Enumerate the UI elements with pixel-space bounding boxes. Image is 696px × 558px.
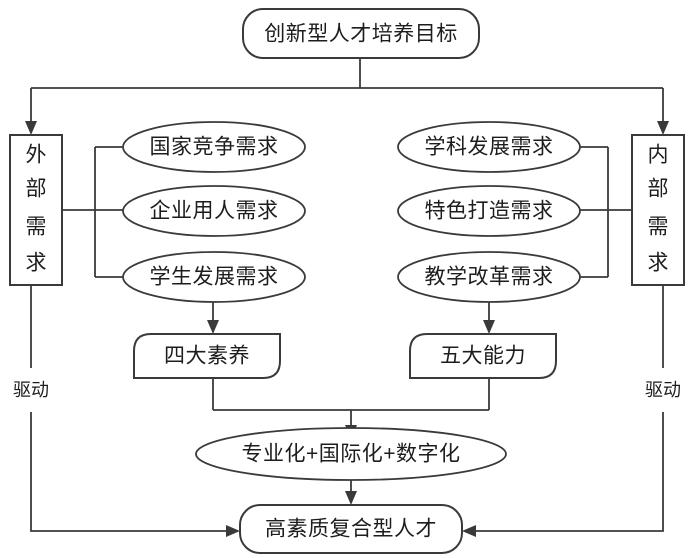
node-outcome-label: 高素质复合型人才 [265, 518, 437, 541]
node-five-abilities[interactable]: 五大能力 [409, 333, 557, 379]
node-internal-item-1[interactable]: 学科发展需求 [397, 121, 581, 173]
node-four-qualities-label: 四大素养 [164, 345, 250, 368]
node-four-qualities-shape [133, 333, 281, 379]
node-goal[interactable]: 创新型人才培养目标 [242, 8, 480, 59]
node-internal-demand-shape [631, 134, 685, 286]
node-external-demand-char-2: 需 [26, 216, 47, 239]
node-external-item-3-shape [122, 251, 306, 303]
node-goal-label: 创新型人才培养目标 [264, 23, 458, 46]
node-external-demand-shape [9, 134, 63, 286]
node-five-abilities-shape [409, 333, 557, 379]
edge-label-right-drive-bg [634, 370, 692, 410]
node-triple-ization[interactable]: 专业化+国际化+数字化 [195, 427, 507, 481]
edge-label-right-drive-text: 驱动 [645, 380, 681, 400]
node-external-demand-char-1: 部 [26, 178, 47, 201]
edge-label-left-drive-bg [2, 370, 60, 410]
node-external-demand-char-0: 外 [26, 144, 47, 167]
node-internal-item-3-shape [397, 251, 581, 303]
node-outcome[interactable]: 高素质复合型人才 [239, 504, 463, 554]
node-external-item-3-label: 学生发展需求 [150, 266, 279, 289]
node-internal-item-2[interactable]: 特色打造需求 [397, 185, 581, 237]
edge-label-right-drive: 驱动 [634, 370, 692, 410]
arrowhead-to-outcome-top [345, 491, 357, 505]
node-internal-item-2-shape [397, 185, 581, 237]
node-four-qualities[interactable]: 四大素养 [133, 333, 281, 379]
edge-label-left-drive: 驱动 [2, 370, 60, 410]
node-internal-demand-char-3: 求 [648, 252, 669, 275]
arrowhead-to-outcome-left [226, 525, 240, 537]
node-internal-demand[interactable]: 内 部 需 求 [631, 134, 685, 286]
node-goal-shape [242, 8, 480, 59]
node-external-demand[interactable]: 外 部 需 求 [9, 134, 63, 286]
arrowhead-to-four-qualities [207, 320, 219, 334]
node-internal-item-1-label: 学科发展需求 [425, 136, 554, 159]
node-triple-ization-shape [195, 427, 507, 481]
node-internal-demand-char-1: 部 [648, 178, 669, 201]
arrowhead-to-internal-demand [657, 121, 669, 135]
node-external-item-2[interactable]: 企业用人需求 [122, 185, 306, 237]
arrowhead-to-five-abilities [483, 320, 495, 334]
node-five-abilities-label: 五大能力 [440, 345, 526, 368]
node-external-item-2-shape [122, 185, 306, 237]
edge-internal-drive-lower [474, 412, 664, 532]
node-external-item-2-label: 企业用人需求 [150, 200, 279, 223]
node-external-item-1[interactable]: 国家竞争需求 [122, 121, 306, 173]
node-internal-demand-char-2: 需 [648, 216, 669, 239]
node-external-item-1-label: 国家竞争需求 [150, 136, 279, 159]
edge-external-drive-lower [30, 412, 228, 532]
node-external-item-3[interactable]: 学生发展需求 [122, 251, 306, 303]
arrowhead-to-outcome-right [462, 525, 476, 537]
node-external-demand-char-3: 求 [26, 252, 47, 275]
node-internal-item-2-label: 特色打造需求 [425, 200, 554, 223]
node-internal-demand-char-0: 内 [648, 144, 669, 167]
node-internal-item-3[interactable]: 教学改革需求 [397, 251, 581, 303]
edge-label-left-drive-text: 驱动 [13, 380, 49, 400]
node-internal-item-3-label: 教学改革需求 [425, 266, 554, 289]
node-internal-item-1-shape [397, 121, 581, 173]
node-outcome-shape [239, 504, 463, 554]
arrowhead-to-external-demand [25, 121, 37, 135]
node-triple-ization-label: 专业化+国际化+数字化 [241, 443, 460, 466]
node-external-item-1-shape [122, 121, 306, 173]
